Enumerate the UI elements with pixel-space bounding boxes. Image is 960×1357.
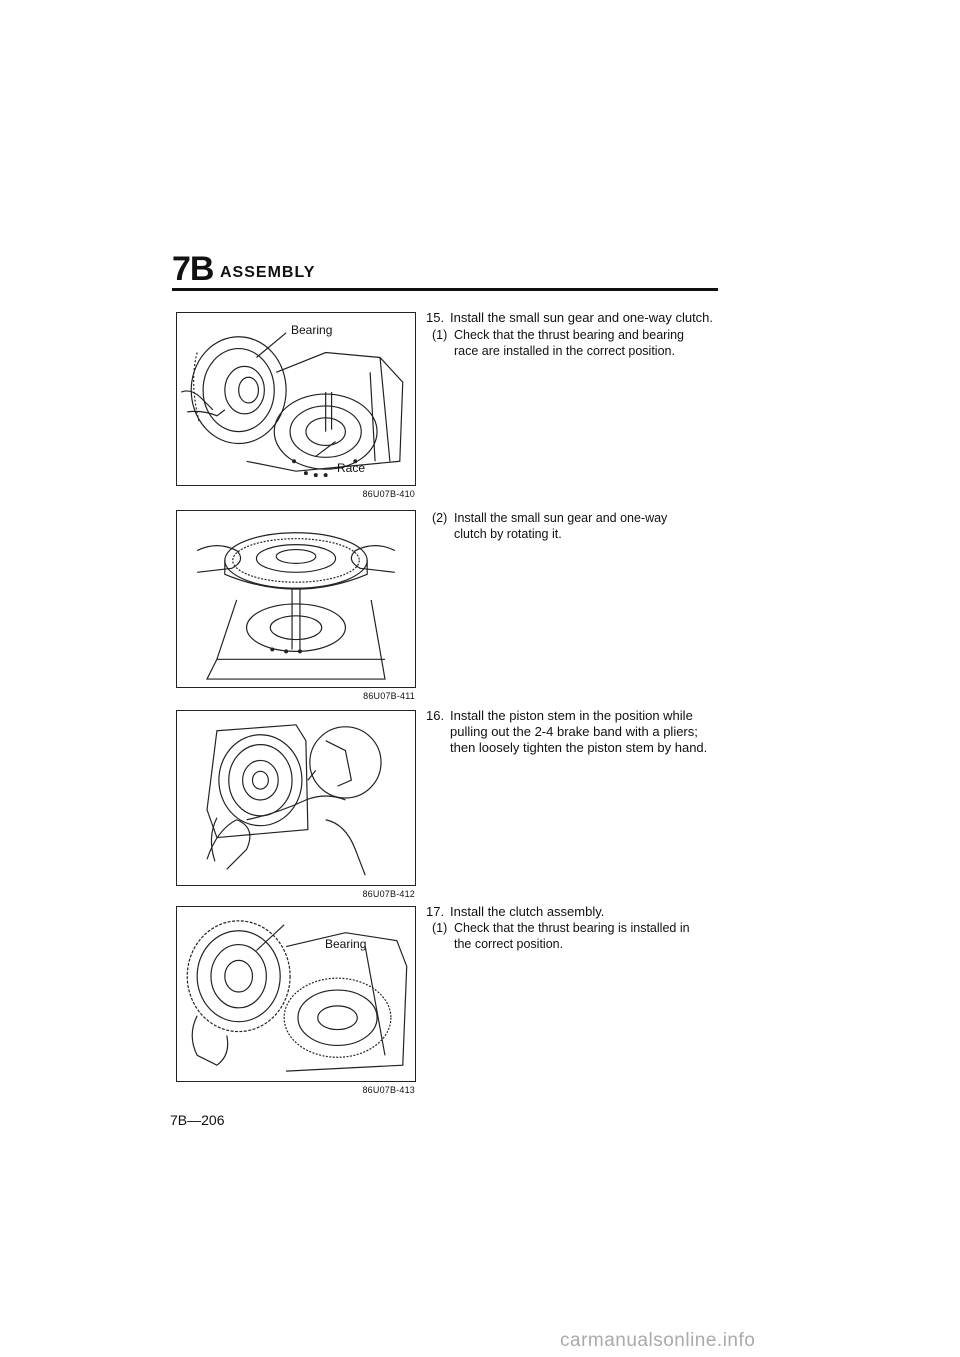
illustration-clutch — [186, 920, 408, 1072]
step-15: 15. Install the small sun gear and one-w… — [426, 310, 720, 326]
step-15-sub-2: (2) Install the small sun gear and one-w… — [432, 510, 702, 542]
sub-text: Install the small sun gear and one-way c… — [454, 511, 668, 541]
sub-number: (1) — [432, 328, 448, 342]
watermark: carmanualsonline.info — [560, 1330, 756, 1351]
step-text: Install the small sun gear and one-way c… — [450, 310, 714, 325]
figure-code: 86U07B-410 — [362, 489, 415, 499]
sub-text: Check that the thrust bearing and bearin… — [454, 328, 685, 358]
step-number: 17. — [426, 904, 445, 919]
figure-clutch-assembly: Bearing 86U07B-413 — [176, 906, 416, 1095]
section-code: 7B — [172, 250, 214, 288]
step-16: 16. Install the piston stem in the posit… — [426, 708, 720, 756]
illustration-bearing-race — [181, 332, 404, 478]
illustration-piston-stem — [206, 724, 382, 876]
sub-number: (2) — [432, 511, 448, 525]
step-17: 17. Install the clutch assembly. — [426, 904, 720, 920]
section-title: ASSEMBLY — [220, 264, 316, 281]
step-text: Install the clutch assembly. — [450, 904, 605, 919]
figure-piston-stem: 86U07B-412 — [176, 710, 416, 899]
figure-code: 86U07B-411 — [363, 691, 415, 701]
illustration-sun-gear — [196, 532, 396, 680]
header-rule — [172, 288, 718, 291]
step-number: 16. — [426, 708, 445, 723]
callout-bearing: Bearing — [291, 323, 333, 337]
figure-sun-gear-install: 86U07B-411 — [176, 510, 416, 701]
figure-code: 86U07B-413 — [362, 1085, 415, 1095]
callout-bearing: Bearing — [325, 937, 367, 951]
callout-race: Race — [337, 461, 366, 475]
sub-number: (1) — [432, 921, 448, 935]
step-15-sub-1: (1) Check that the thrust bearing and be… — [432, 327, 702, 359]
figure-code: 86U07B-412 — [362, 889, 415, 899]
step-number: 15. — [426, 310, 445, 325]
step-17-sub-1: (1) Check that the thrust bearing is ins… — [432, 920, 702, 952]
sub-text: Check that the thrust bearing is install… — [454, 921, 690, 951]
figure-thrust-bearing-race: Bearing Race 86U07B-410 — [176, 312, 416, 499]
page-number: 7B—206 — [170, 1112, 225, 1128]
step-text: Install the piston stem in the position … — [450, 708, 708, 755]
